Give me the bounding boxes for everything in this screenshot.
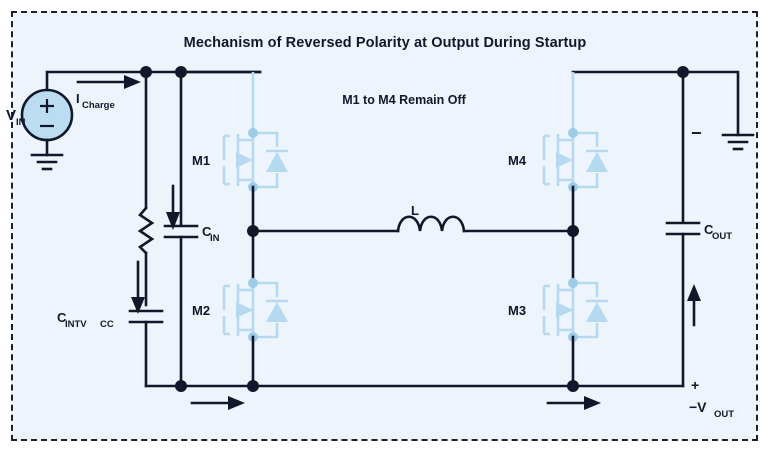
label-m1: M1 — [192, 153, 210, 168]
label-vin: V IN — [6, 107, 26, 128]
svg-text:Charge: Charge — [82, 100, 115, 111]
wire-output-to-ground — [681, 70, 740, 137]
icharge-arrow — [76, 75, 141, 89]
svg-text:V: V — [6, 107, 16, 124]
svg-text:−V: −V — [689, 399, 707, 415]
capacitor-cout — [665, 221, 701, 236]
svg-text:OUT: OUT — [714, 409, 734, 420]
label-m2: M2 — [192, 303, 210, 318]
svg-text:IN: IN — [210, 233, 220, 244]
svg-text:IN: IN — [16, 117, 26, 128]
junction-bottom-m3 — [567, 380, 579, 392]
source-plus-icon — [40, 99, 54, 113]
resistor-branch-arrow — [131, 260, 145, 314]
svg-text:I: I — [76, 91, 80, 106]
svg-text:C: C — [57, 310, 67, 325]
label-cintvcc: C INTV CC — [57, 310, 114, 330]
capacitor-cintvcc — [128, 309, 164, 324]
mosfet-m2 — [222, 278, 288, 342]
bottom-right-arrow — [546, 396, 601, 410]
resistor — [137, 206, 155, 255]
svg-text:OUT: OUT — [712, 231, 732, 242]
label-m3: M3 — [508, 303, 526, 318]
polarity-minus: − — [691, 123, 702, 143]
svg-text:INTV: INTV — [65, 319, 87, 330]
junction-bottom-m2 — [247, 380, 259, 392]
polarity-plus: + — [691, 377, 699, 393]
label-m4: M4 — [508, 153, 527, 168]
bottom-left-arrow — [190, 396, 245, 410]
junction-top-resistor — [140, 66, 152, 78]
cin-branch-arrow — [166, 184, 180, 230]
label-cout: C OUT — [704, 222, 732, 242]
mosfet-m4 — [542, 128, 608, 192]
cout-arrow — [687, 284, 701, 327]
svg-text:CC: CC — [100, 319, 114, 330]
capacitor-cin — [163, 224, 199, 239]
mosfet-m1 — [222, 128, 288, 192]
figure-title: Mechanism of Reversed Polarity at Output… — [184, 35, 587, 51]
svg-text:C: C — [704, 222, 714, 237]
figure-subtitle: M1 to M4 Remain Off — [342, 93, 466, 107]
junction-top-cin — [175, 66, 187, 78]
ground-input-icon — [30, 153, 64, 171]
label-vout: −V OUT — [689, 399, 734, 420]
label-cin: C IN — [202, 224, 220, 244]
ground-output-icon — [721, 133, 755, 151]
mosfet-m3 — [542, 278, 608, 342]
svg-text:C: C — [202, 224, 212, 239]
junction-bottom-cin — [175, 380, 187, 392]
label-inductor: L — [411, 203, 419, 218]
label-icharge: I Charge — [76, 91, 115, 111]
voltage-source-vin — [20, 88, 74, 142]
inductor-l — [396, 215, 466, 233]
